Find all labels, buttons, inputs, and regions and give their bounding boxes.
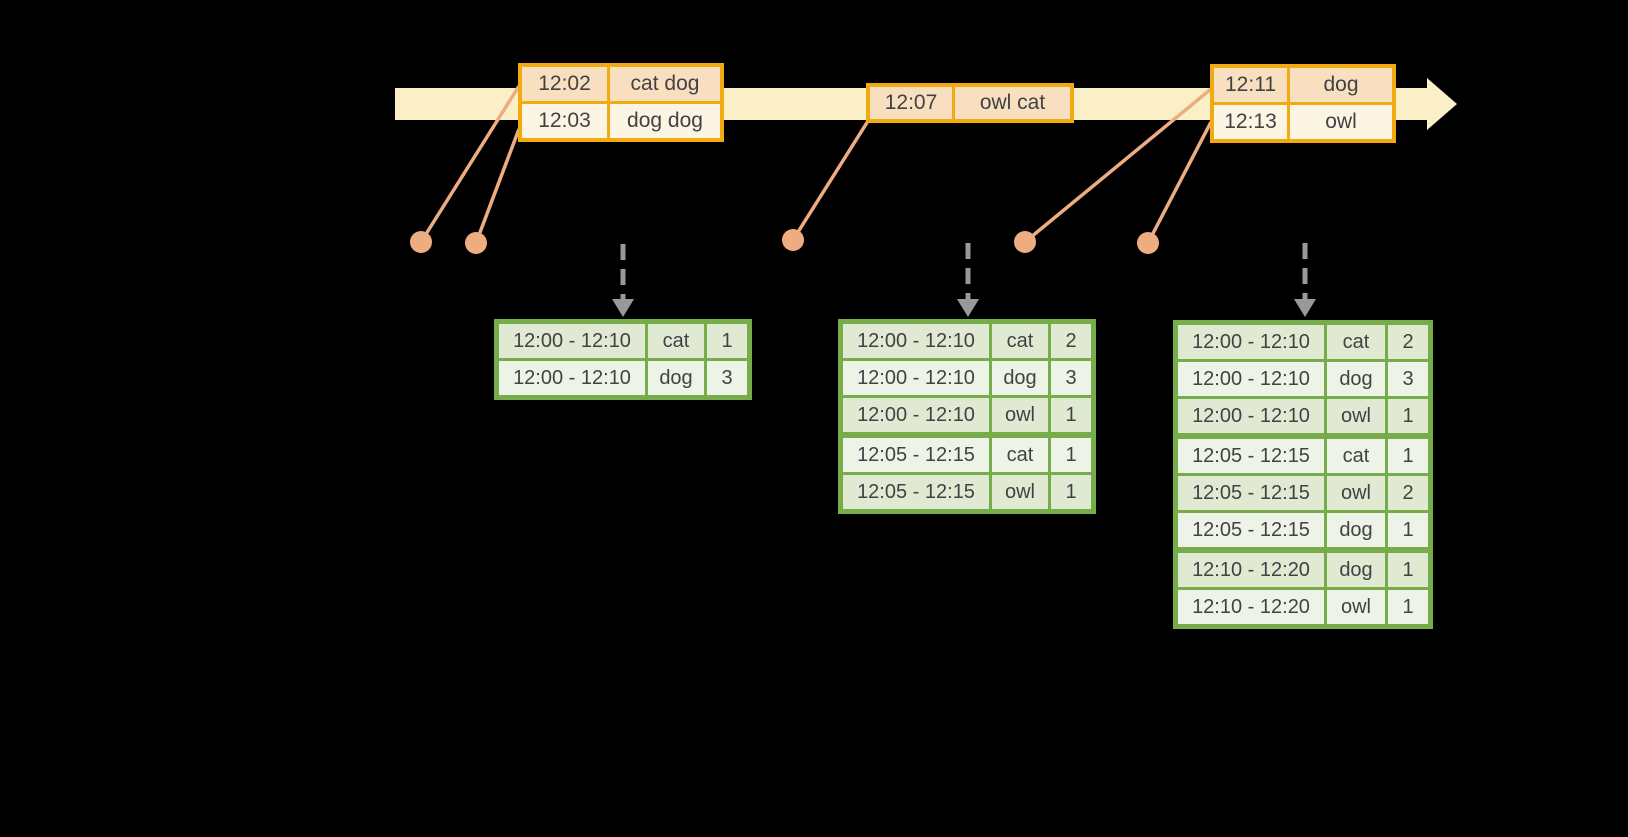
cell-window: 12:05 - 12:15 [843, 475, 989, 509]
cell-window: 12:00 - 12:10 [1178, 362, 1324, 396]
cell-count: 2 [1388, 476, 1428, 510]
cell-word: cat [992, 324, 1048, 358]
cell-window: 12:05 - 12:15 [843, 438, 989, 472]
cell-time: 12:03 [522, 104, 607, 138]
cell-window: 12:05 - 12:15 [1178, 476, 1324, 510]
cell-count: 3 [1051, 361, 1091, 395]
cell-window: 12:00 - 12:10 [1178, 325, 1324, 359]
cell-window: 12:05 - 12:15 [1178, 513, 1324, 547]
cell-window: 12:00 - 12:10 [843, 361, 989, 395]
cell-count: 1 [1388, 399, 1428, 433]
cell-count: 1 [1388, 439, 1428, 473]
cell-time: 12:07 [870, 87, 952, 119]
event-dot-1203 [465, 232, 487, 254]
cell-count: 1 [1051, 438, 1091, 472]
cell-word: owl [992, 398, 1048, 432]
cell-count: 1 [1051, 475, 1091, 509]
cell-words: owl cat [955, 87, 1070, 119]
cell-words: owl [1290, 105, 1392, 139]
cell-time: 12:02 [522, 67, 607, 101]
cell-window: 12:10 - 12:20 [1178, 553, 1324, 587]
cell-word: cat [648, 324, 704, 358]
cell-count: 2 [1051, 324, 1091, 358]
cell-window: 12:00 - 12:10 [843, 398, 989, 432]
connector-line-1211 [1023, 87, 1213, 244]
cell-word: owl [992, 475, 1048, 509]
cell-words: dog [1290, 68, 1392, 102]
cell-count: 3 [707, 361, 747, 395]
connector-line-1207 [791, 120, 870, 241]
cell-word: owl [1327, 399, 1385, 433]
trigger-arrow-1 [612, 244, 634, 317]
cell-count: 1 [707, 324, 747, 358]
cell-word: owl [1327, 476, 1385, 510]
cell-count: 1 [1388, 513, 1428, 547]
event-dot-1202 [410, 231, 432, 253]
cell-window: 12:05 - 12:15 [1178, 439, 1324, 473]
cell-word: dog [648, 361, 704, 395]
event-dot-1211 [1014, 231, 1036, 253]
trigger-arrow-3 [1294, 243, 1316, 317]
event-dot-1213 [1137, 232, 1159, 254]
cell-count: 3 [1388, 362, 1428, 396]
cell-word: dog [992, 361, 1048, 395]
cell-word: cat [992, 438, 1048, 472]
cell-time: 12:11 [1214, 68, 1287, 102]
cell-window: 12:00 - 12:10 [499, 324, 645, 358]
cell-count: 1 [1388, 590, 1428, 624]
cell-word: dog [1327, 513, 1385, 547]
cell-word: dog [1327, 553, 1385, 587]
cell-words: cat dog [610, 67, 720, 101]
cell-count: 1 [1051, 398, 1091, 432]
cell-time: 12:13 [1214, 105, 1287, 139]
connector-line-1203 [474, 128, 521, 244]
connector-line-1213 [1146, 121, 1213, 244]
cell-window: 12:00 - 12:10 [843, 324, 989, 358]
trigger-arrow-2 [957, 243, 979, 317]
event-dot-1207 [782, 229, 804, 251]
cell-count: 2 [1388, 325, 1428, 359]
cell-window: 12:10 - 12:20 [1178, 590, 1324, 624]
cell-word: owl [1327, 590, 1385, 624]
cell-window: 12:00 - 12:10 [1178, 399, 1324, 433]
cell-count: 1 [1388, 553, 1428, 587]
cell-words: dog dog [610, 104, 720, 138]
cell-word: dog [1327, 362, 1385, 396]
cell-word: cat [1327, 325, 1385, 359]
cell-word: cat [1327, 439, 1385, 473]
cell-window: 12:00 - 12:10 [499, 361, 645, 395]
connector-line-1202 [419, 85, 521, 243]
